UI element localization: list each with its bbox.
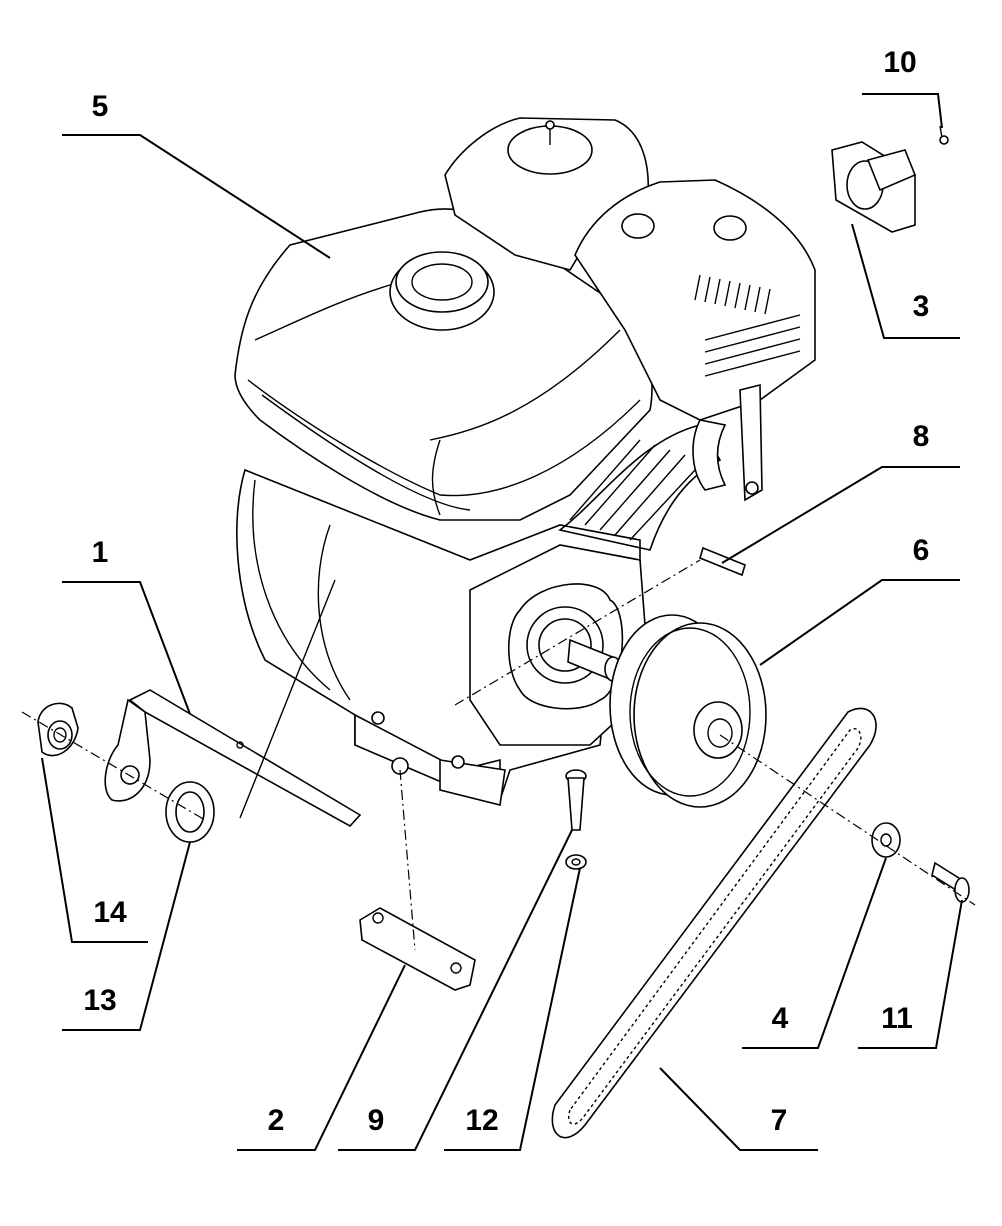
bearing (37, 702, 79, 757)
callout-12: 12 (465, 1104, 498, 1137)
shaft-key (699, 546, 746, 577)
callout-labels: 5 10 3 8 6 1 14 13 2 9 12 7 4 11 (83, 46, 929, 1137)
spacer-plate (359, 907, 476, 991)
callout-10: 10 (883, 46, 916, 79)
drive-belt (551, 707, 877, 1139)
callout-11: 11 (881, 1002, 913, 1035)
leader-lines (41, 93, 963, 1151)
callout-14: 14 (93, 896, 127, 929)
exhaust-gasket-bracket (831, 141, 917, 233)
callout-9: 9 (368, 1104, 385, 1137)
wave-washer (165, 781, 215, 843)
bolt-11 (931, 861, 970, 903)
callout-4: 4 (772, 1002, 789, 1035)
callout-13: 13 (83, 984, 116, 1017)
callout-6: 6 (913, 534, 930, 567)
centerlines (21, 559, 976, 951)
bolt-9 (565, 769, 587, 831)
washer-12 (565, 854, 587, 870)
muffler-slots (694, 274, 801, 377)
engine-assembly (234, 117, 816, 806)
callout-3: 3 (913, 290, 930, 323)
callout-8: 8 (913, 420, 930, 453)
callout-2: 2 (268, 1104, 285, 1137)
callout-1: 1 (92, 536, 109, 569)
callout-5: 5 (92, 90, 109, 123)
pulley (609, 614, 767, 808)
bracket (104, 689, 362, 828)
washer-4 (871, 822, 901, 858)
screw-10 (939, 125, 949, 145)
callout-7: 7 (771, 1104, 788, 1137)
